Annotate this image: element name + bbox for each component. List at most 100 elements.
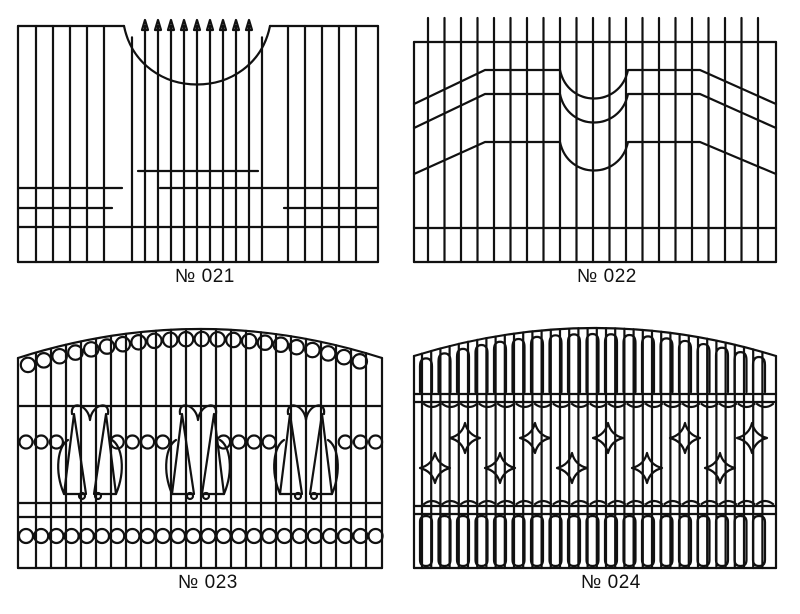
ring-ornament [319, 345, 337, 362]
loop-ornament [640, 335, 656, 394]
gate-design-022 [412, 16, 778, 264]
loop-ornament [603, 333, 619, 394]
wave-rail-1 [412, 68, 778, 106]
ring-ornament [351, 353, 369, 370]
loop-ornament [585, 514, 600, 568]
spear-tip [140, 18, 150, 32]
ring-ornament [155, 434, 171, 450]
gate-design-023 [16, 327, 384, 570]
scroll-ornament [422, 402, 442, 409]
ring-ornament [33, 434, 49, 450]
spear-tip [218, 18, 228, 32]
scroll-ornament [496, 499, 516, 506]
scroll-left [165, 438, 178, 496]
loop-ornament [529, 335, 545, 394]
loop-ornament [437, 352, 452, 394]
ring-ornament [368, 434, 384, 450]
leaf-right [92, 412, 118, 496]
loop-ornament [548, 334, 563, 394]
heart-top [286, 404, 326, 422]
ring-ornament [261, 434, 277, 450]
ring-ornament [35, 352, 53, 369]
wave-rail-2 [412, 92, 778, 130]
scroll-ornament [589, 402, 608, 409]
scroll-ornament [644, 499, 664, 506]
ring-ornament [256, 334, 274, 351]
ring-ornament [48, 434, 65, 450]
ring-ornament [109, 527, 126, 545]
loop-ornament [474, 514, 489, 568]
ring-ornament [230, 527, 247, 545]
loop-ornament [585, 332, 600, 394]
scroll-ornament [700, 402, 719, 409]
arched-top [412, 326, 778, 358]
gate-design-021 [16, 18, 380, 264]
wave-rail-3 [412, 140, 778, 176]
loop-ornament [511, 337, 526, 394]
ring-ornament [272, 336, 290, 354]
ring-ornament [82, 341, 100, 358]
loop-ornament [677, 514, 693, 568]
scroll-ornament [681, 402, 701, 409]
ring-ornament [337, 434, 353, 450]
scroll-ornament [626, 499, 645, 506]
ring-ornament [246, 434, 262, 450]
spear-tip [205, 18, 215, 32]
ring-ornament [17, 527, 35, 545]
loop-ornament [474, 343, 489, 394]
ring-ornament [78, 527, 95, 545]
ring-ornament [33, 527, 50, 545]
spear-tip [179, 18, 189, 32]
ring-ornament [337, 527, 354, 545]
loop-ornament [566, 333, 582, 394]
loop-ornament [455, 514, 471, 568]
scroll-ornament [552, 499, 571, 506]
ring-ornament [109, 434, 125, 450]
loop-ornament [418, 514, 434, 568]
spear-tip [153, 18, 163, 32]
leaf-left [62, 412, 88, 496]
scroll-ornament [663, 499, 682, 506]
design-label-022: № 022 [577, 266, 637, 287]
ring-ornament [98, 338, 116, 355]
ring-ornament [139, 527, 156, 545]
spear-tip [231, 18, 241, 32]
star-ornament [483, 451, 517, 485]
small-ring [77, 491, 87, 501]
scroll-ornament [607, 499, 627, 506]
ring-ornament [161, 331, 179, 349]
small-ring [185, 491, 195, 501]
design-label-021: № 021 [175, 266, 235, 287]
ring-ornament [240, 332, 258, 350]
ring-ornament [209, 330, 226, 348]
scroll-ornament [515, 402, 534, 409]
loop-ornament [733, 350, 748, 394]
scroll-right [218, 438, 231, 496]
loop-ornament [511, 514, 526, 568]
scroll-ornament [496, 402, 516, 409]
small-ring [93, 491, 103, 501]
loop-ornament [566, 514, 582, 568]
star-ornament [668, 421, 702, 455]
ring-ornament [93, 527, 111, 545]
scroll-right [326, 438, 339, 496]
star-ornament [418, 451, 452, 485]
ring-ornament [276, 527, 293, 545]
ring-ornament [261, 527, 278, 545]
ring-ornament [306, 527, 323, 545]
scroll-ornament [533, 402, 553, 409]
scroll-ornament [700, 499, 719, 506]
loop-ornament [714, 346, 730, 394]
ring-ornament [177, 330, 195, 348]
scroll-ornament [644, 402, 664, 409]
heart-top [70, 404, 110, 422]
loop-ornament [492, 340, 508, 394]
ring-ornament [185, 527, 202, 545]
scroll-ornament [533, 499, 553, 506]
ring-ornament [352, 434, 368, 450]
ring-ornament [367, 527, 384, 545]
ring-ornament [169, 527, 187, 545]
loop-ornament [659, 337, 674, 394]
ring-ornament [288, 338, 305, 356]
scroll-ornament [755, 499, 775, 506]
